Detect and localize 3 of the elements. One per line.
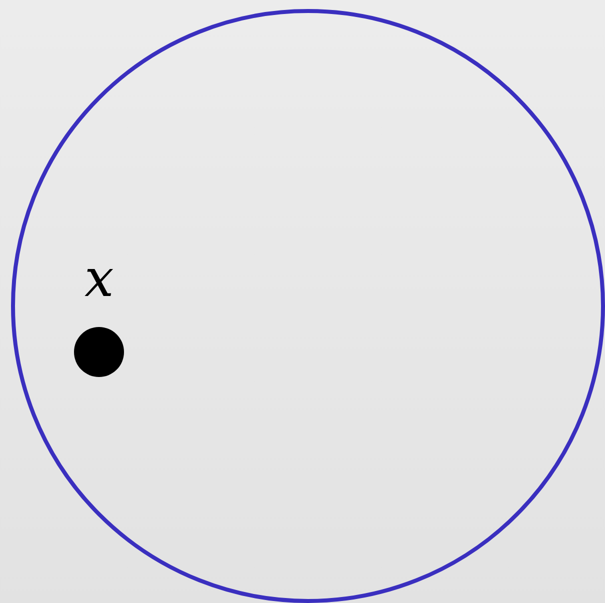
variable-label: x (84, 253, 114, 305)
boundary-circle (11, 9, 605, 603)
point-dot (74, 327, 124, 377)
